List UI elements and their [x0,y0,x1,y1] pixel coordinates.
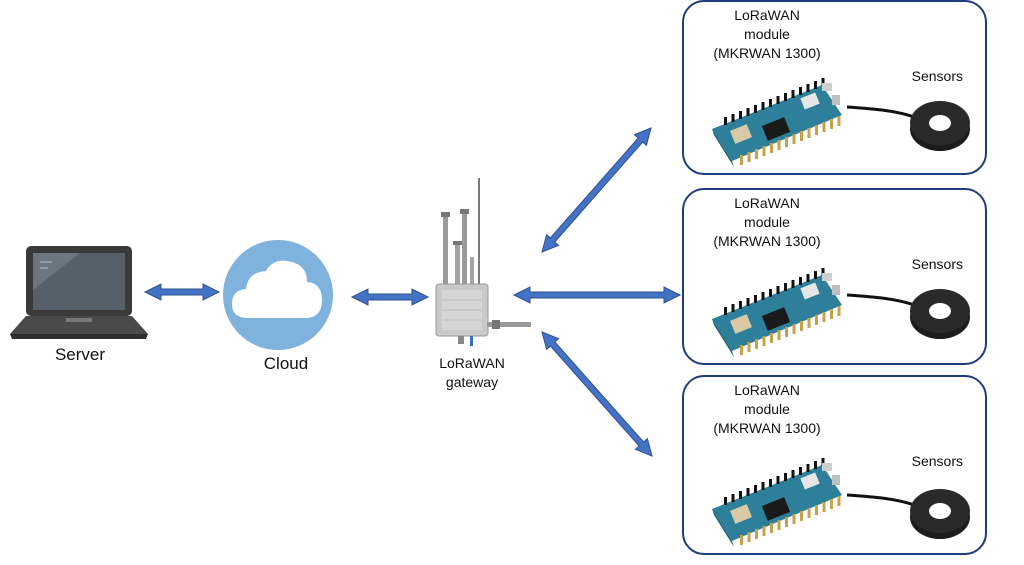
module-title-line1: LoRaWAN [734,382,800,398]
module-title-line2: module [744,401,790,417]
module-title-line1: LoRaWAN [734,7,800,23]
module-box-3: LoRaWAN module (MKRWAN 1300) Sensors [682,375,987,555]
module-title-line1: LoRaWAN [734,195,800,211]
arduino-board-icon [712,78,842,167]
module-title-line2: module [744,26,790,42]
module-box-1: LoRaWAN module (MKRWAN 1300) Sensors [682,0,987,175]
cloud-label: Cloud [263,354,309,373]
board-and-sensor-icon [712,78,970,167]
board-and-sensor-icon [712,458,970,547]
module-title-line3: (MKRWAN 1300) [713,45,821,61]
module-title: LoRaWAN module (MKRWAN 1300) [704,194,830,251]
module-title: LoRaWAN module (MKRWAN 1300) [704,6,830,63]
current-sensor-icon [846,489,970,539]
sensors-label: Sensors [911,256,963,272]
sensors-label: Sensors [911,453,963,469]
module-box-2: LoRaWAN module (MKRWAN 1300) Sensors [682,188,987,365]
arrow-gateway-module-3 [541,331,653,457]
board-and-sensor-icon [712,268,970,357]
module-title-line3: (MKRWAN 1300) [713,420,821,436]
module-title: LoRaWAN module (MKRWAN 1300) [704,381,830,438]
arrow-gateway-module-2 [512,286,682,304]
gateway-label-line1: LoRaWAN [439,355,505,371]
server-label: Server [54,345,106,364]
arrow-cloud-gateway [350,288,430,306]
arrow-server-cloud [143,283,221,301]
current-sensor-icon [846,289,970,339]
module-title-line3: (MKRWAN 1300) [713,233,821,249]
arduino-board-icon [712,458,842,547]
sensors-label: Sensors [911,68,963,84]
current-sensor-icon [846,101,970,151]
module-title-line2: module [744,214,790,230]
gateway-label: LoRaWAN gateway [418,354,526,392]
arduino-board-icon [712,268,842,357]
arrow-gateway-module-1 [541,127,652,253]
gateway-label-line2: gateway [445,374,499,390]
